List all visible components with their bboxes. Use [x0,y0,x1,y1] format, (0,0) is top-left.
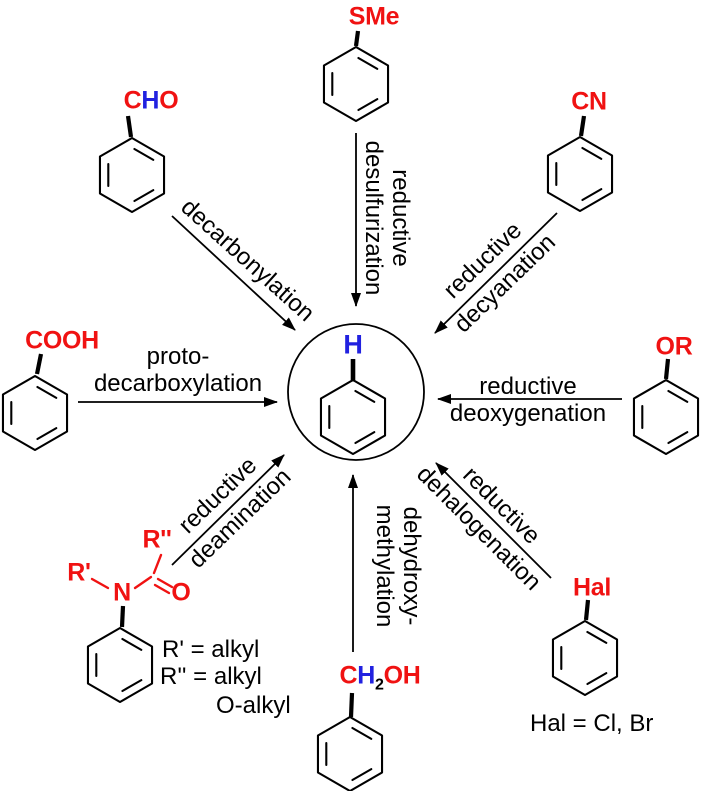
benzene-ring [322,45,390,123]
bond-c-n [133,575,153,590]
bond-sme [353,30,361,47]
n-text: N [113,578,131,607]
note-r-prime: R' = alkyl [162,636,259,664]
bond-rpp-c [152,553,163,575]
bond-or [663,358,671,380]
bond-ch2oh [348,692,355,718]
bond-cho [125,115,134,138]
protodecarboxylation-line1: proto- [146,343,210,371]
ch2oh-oh: OH [383,661,421,690]
protodecarboxylation-line2: decarboxylation [93,370,263,397]
note-halide-text: Hal = Cl, Br [530,710,654,737]
benzyl-alcohol-label: CH2OH [339,662,420,695]
benzoic-acid-label: COOH [25,327,99,356]
reaction-label-protodecarboxylation: proto- decarboxylation [93,343,263,398]
benzene-ring [1,374,69,452]
hal-text: Hal [572,573,612,602]
arrow-deamination [171,454,285,566]
note-o-alkyl-text: O-alkyl [216,692,291,719]
benzene-ring [98,136,166,214]
arrow-dehalogenation [435,462,552,579]
dehydroxymethylation-line2: methylation [371,504,398,628]
reaction-label-desulfurization: reductive desulfurization [359,140,414,296]
ch2oh-h: H [357,661,376,690]
note-r-prime-text: R' = alkyl [162,636,260,663]
ch2oh-c: C [339,661,358,690]
benzene-ring [319,378,387,456]
thioanisole-label: SMe [349,3,400,32]
aryl-halide-label: Hal [573,574,611,603]
reaction-label-deoxygenation: reductive deoxygenation [449,373,607,428]
center-circle [287,323,425,461]
arrow-decarbonylation [171,215,296,331]
desulfurization-line1: reductive [386,169,414,267]
bond-hal [583,599,591,621]
note-r-double-prime-text: R'' = alkyl [160,663,262,690]
aryl-ether-label: OR [656,333,693,362]
bond-n-phenyl [119,605,126,628]
amide-r-prime: R' [67,558,91,588]
desulfurization-line2: desulfurization [360,140,387,296]
benzene-ring [546,135,614,213]
center-h-label: H [343,329,363,361]
bond-rp-n [90,577,110,590]
bond-cn [578,115,587,137]
cho-c: C [123,86,142,115]
deoxygenation-line2: deoxygenation [449,400,607,427]
note-halide: Hal = Cl, Br [530,710,653,738]
cn-text: CN [571,87,607,116]
reaction-label-dehydroxymethylation: dehydroxy- methylation [370,504,425,628]
o-text: O [171,578,191,607]
rp-text: R' [67,558,91,587]
amide-n: N [113,579,131,608]
cho-h: H [141,86,160,115]
sme-text: SMe [348,2,400,31]
note-o-alkyl: O-alkyl [216,692,291,720]
or-text: OR [655,332,693,361]
cooh-text: COOH [25,326,99,355]
benzene-ring [316,715,384,791]
benzene-ring [86,626,154,704]
benzonitrile-label: CN [571,88,607,117]
note-r-double-prime: R'' = alkyl [160,663,262,691]
deoxygenation-line1: reductive [479,373,577,401]
benzene-ring [551,619,619,697]
amide-r-double-prime: R'' [142,526,171,555]
cho-o: O [159,86,179,115]
arrow-decyanation [434,212,558,334]
bond-cooh [34,353,44,375]
benzaldehyde-label: CHO [124,87,179,116]
bond-c-o-2 [153,583,171,595]
ch2oh-sub2: 2 [375,676,384,694]
amide-o: O [171,579,190,608]
bond-c-o-1 [156,577,174,589]
rpp-text: R'' [142,525,172,554]
center-h-text: H [343,329,363,360]
benzene-ring [632,378,700,456]
dehydroxymethylation-line1: dehydroxy- [397,506,425,626]
